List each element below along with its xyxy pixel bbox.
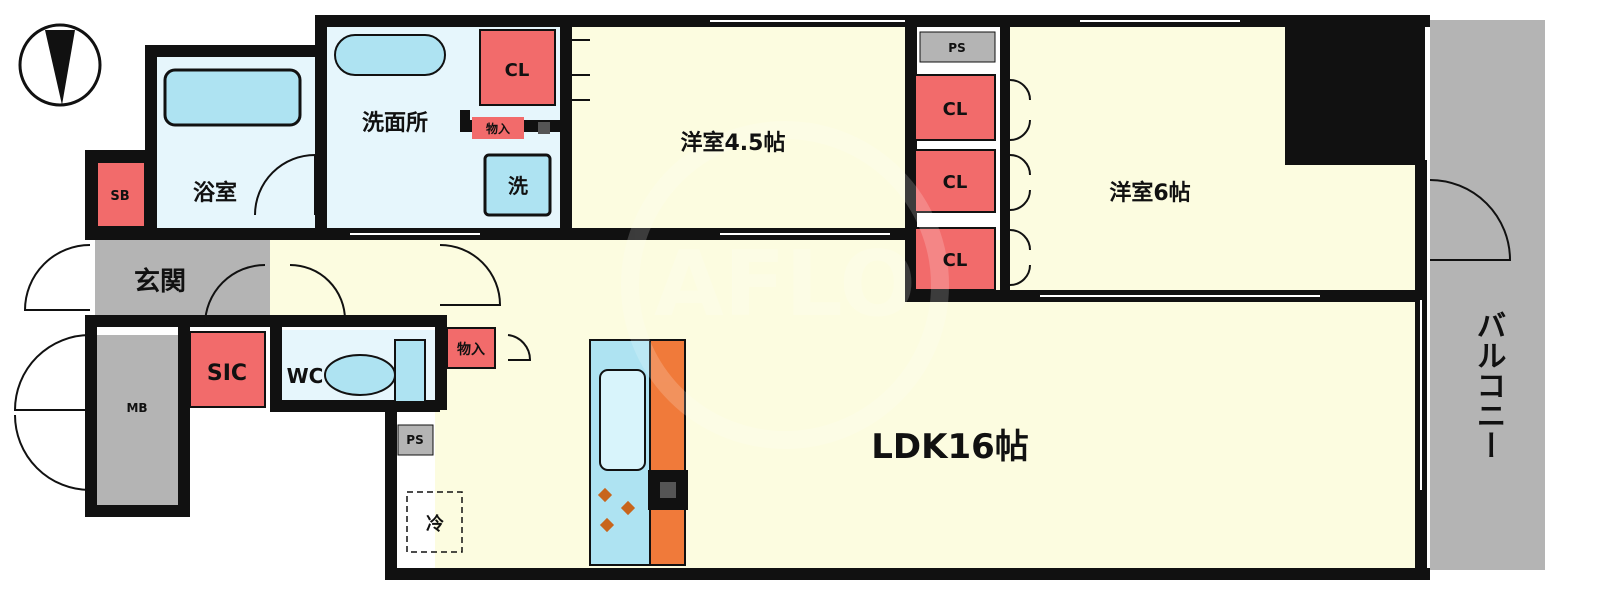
wash-basin-icon: [334, 34, 446, 76]
hall-floor: [270, 240, 440, 320]
stove-burners-icon: [597, 487, 636, 533]
closet-label-cl-4: CL: [943, 250, 968, 271]
closet-label-cl-2: CL: [943, 99, 968, 120]
closet-monoire-1: [472, 117, 524, 139]
bathtub-icon: [163, 68, 302, 127]
room-label-yoshitsu-6: 洋室6帖: [1109, 180, 1190, 206]
room-label-ldk: LDK16帖: [871, 427, 1029, 467]
genkan-floor: [95, 240, 270, 320]
monoire-label-2: 物入: [457, 341, 485, 358]
closet-cl-3: [914, 149, 996, 213]
room-label-washroom: 洗面所: [362, 111, 428, 136]
ps-label-1: PS: [948, 41, 965, 55]
closet-sb: [96, 161, 146, 228]
mb-area: [95, 335, 180, 505]
toilet-icon: [324, 339, 426, 403]
fridge-space: [406, 491, 463, 553]
closet-label-sic: SIC: [207, 361, 247, 386]
closet-cl-4: [914, 227, 996, 291]
watermark-text: AFLO: [654, 232, 916, 337]
closet-label-cl-1: CL: [505, 60, 530, 81]
washer-label: 洗: [508, 174, 528, 198]
room-yoshitsu-45-floor: [565, 25, 910, 230]
washer-icon: [483, 153, 552, 217]
walls: [85, 15, 1430, 580]
room-label-wc: WC: [287, 364, 324, 388]
room-label-genkan: 玄関: [134, 266, 186, 297]
black-shaft: [1285, 20, 1425, 165]
sink-icon: [599, 369, 646, 471]
closet-label-cl-3: CL: [943, 172, 968, 193]
closet-sic: [189, 331, 266, 408]
north-compass-icon: [18, 23, 102, 107]
room-label-balcony: バルコニー: [1471, 310, 1506, 460]
closet-label-sb: SB: [110, 189, 129, 204]
closet-cl-1: [479, 29, 556, 106]
window-marks: [350, 20, 1422, 490]
door-swings: [13, 39, 1512, 491]
closet-monoire-2: [446, 327, 496, 369]
balcony-floor: [1430, 20, 1545, 570]
monoire-label-1: 物入: [486, 121, 510, 136]
closet-cl-2: [914, 74, 996, 141]
ps-label-2: PS: [406, 433, 423, 447]
mb-label: MB: [126, 401, 147, 415]
watermark: AFLO: [621, 121, 949, 449]
ps-box-2: [397, 424, 434, 456]
fridge-label: 冷: [426, 513, 444, 535]
kitchen-counter: [649, 339, 686, 566]
room-label-yoshitsu-45: 洋室4.5帖: [681, 130, 786, 156]
ps-box-1: [919, 31, 996, 63]
room-label-bathroom: 浴室: [193, 180, 237, 206]
